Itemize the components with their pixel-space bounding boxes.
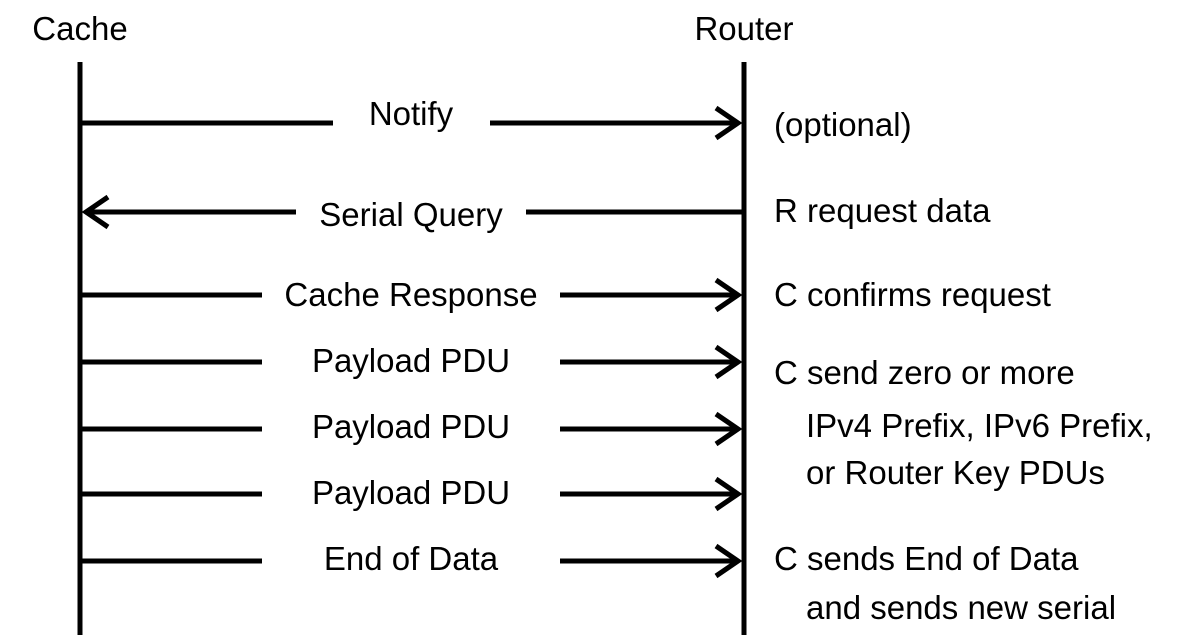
- message-label: Payload PDU: [312, 474, 510, 511]
- arrowhead-right: [714, 476, 743, 512]
- message-notify: Notify (optional): [80, 95, 912, 143]
- message-label: Payload PDU: [312, 408, 510, 445]
- message-note: or Router Key PDUs: [806, 454, 1105, 491]
- message-note: C send zero or more: [774, 354, 1075, 391]
- cache-participant-label: Cache: [32, 10, 127, 47]
- arrowhead-right: [714, 277, 743, 313]
- message-label: Payload PDU: [312, 342, 510, 379]
- arrowhead-right: [714, 105, 743, 141]
- message-note: C confirms request: [774, 276, 1051, 313]
- message-label: Notify: [369, 95, 454, 132]
- arrowhead-left: [81, 194, 110, 230]
- message-cache-response: Cache Response C confirms request: [80, 276, 1051, 313]
- message-note-continued: and sends new serial: [806, 589, 1116, 626]
- message-serial-query: Serial Query R request data: [81, 192, 991, 233]
- arrowhead-right: [714, 344, 743, 380]
- message-label: Cache Response: [284, 276, 537, 313]
- message-note: C sends End of Data: [774, 540, 1079, 577]
- message-label: Serial Query: [319, 196, 503, 233]
- router-participant-label: Router: [694, 10, 793, 47]
- arrowhead-right: [714, 543, 743, 579]
- message-payload-pdu-1: Payload PDU C send zero or more: [80, 342, 1075, 391]
- message-label: End of Data: [324, 540, 499, 577]
- message-payload-pdu-3: Payload PDU or Router Key PDUs: [80, 454, 1105, 512]
- message-payload-pdu-2: Payload PDU IPv4 Prefix, IPv6 Prefix,: [80, 407, 1153, 447]
- arrowhead-right: [714, 411, 743, 447]
- message-note: R request data: [774, 192, 991, 229]
- message-end-of-data: End of Data C sends End of Data and send…: [80, 540, 1116, 626]
- message-note: IPv4 Prefix, IPv6 Prefix,: [806, 407, 1153, 444]
- message-note: (optional): [774, 106, 912, 143]
